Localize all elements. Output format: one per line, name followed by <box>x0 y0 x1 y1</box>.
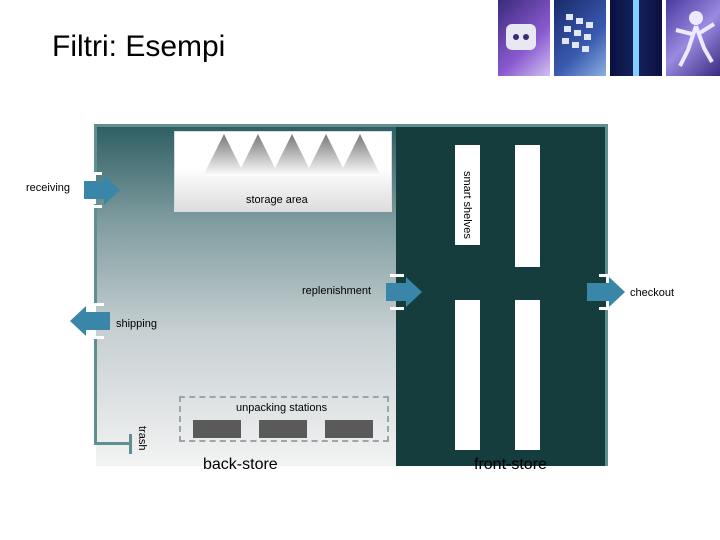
front-store-area <box>396 126 606 466</box>
left-wall-lower <box>94 338 97 444</box>
slide-title: Filtri: Esempi <box>52 30 226 63</box>
front-store-label: front-store <box>474 456 547 473</box>
smart-shelf-lower-right <box>515 300 540 450</box>
smart-shelf-upper-right <box>515 145 540 267</box>
shipping-label: shipping <box>116 318 157 330</box>
smart-shelves-label: smart shelves <box>461 171 473 239</box>
back-store-label: back-store <box>203 456 278 473</box>
unpacking-station <box>325 420 373 438</box>
checkout-label: checkout <box>630 287 675 299</box>
unpacking-stations-box <box>179 396 389 442</box>
unpacking-stations-label: unpacking stations <box>236 402 328 414</box>
trash-wall <box>94 442 130 445</box>
left-wall-upper <box>94 124 97 174</box>
receiving-label: receiving <box>26 182 71 194</box>
left-wall-middle <box>94 204 97 304</box>
dancer-photo-icon <box>666 0 720 76</box>
light-tube-photo-icon <box>610 0 662 76</box>
right-wall-lower <box>605 308 608 466</box>
right-wall-upper <box>605 124 608 276</box>
smart-shelf-upper-left <box>455 145 480 245</box>
trash-label: trash <box>136 426 148 451</box>
smart-shelf-lower-left <box>455 300 480 450</box>
shipping-arrow-icon <box>70 303 110 339</box>
top-wall <box>94 124 608 127</box>
storage-area-box <box>174 131 392 212</box>
trash-bracket-icon <box>129 434 132 454</box>
power-plug-photo-icon <box>498 0 550 76</box>
receiving-arrow-icon <box>84 172 120 208</box>
replenishment-arrow-icon <box>386 274 422 310</box>
unpacking-station <box>193 420 241 438</box>
photo-strip <box>498 0 720 76</box>
phone-keypad-photo-icon <box>554 0 606 76</box>
storage-piles-icon <box>203 134 381 176</box>
replenishment-label: replenishment <box>302 285 372 297</box>
checkout-arrow-icon <box>587 274 625 310</box>
storage-area-label: storage area <box>246 194 308 206</box>
unpacking-station <box>259 420 307 438</box>
